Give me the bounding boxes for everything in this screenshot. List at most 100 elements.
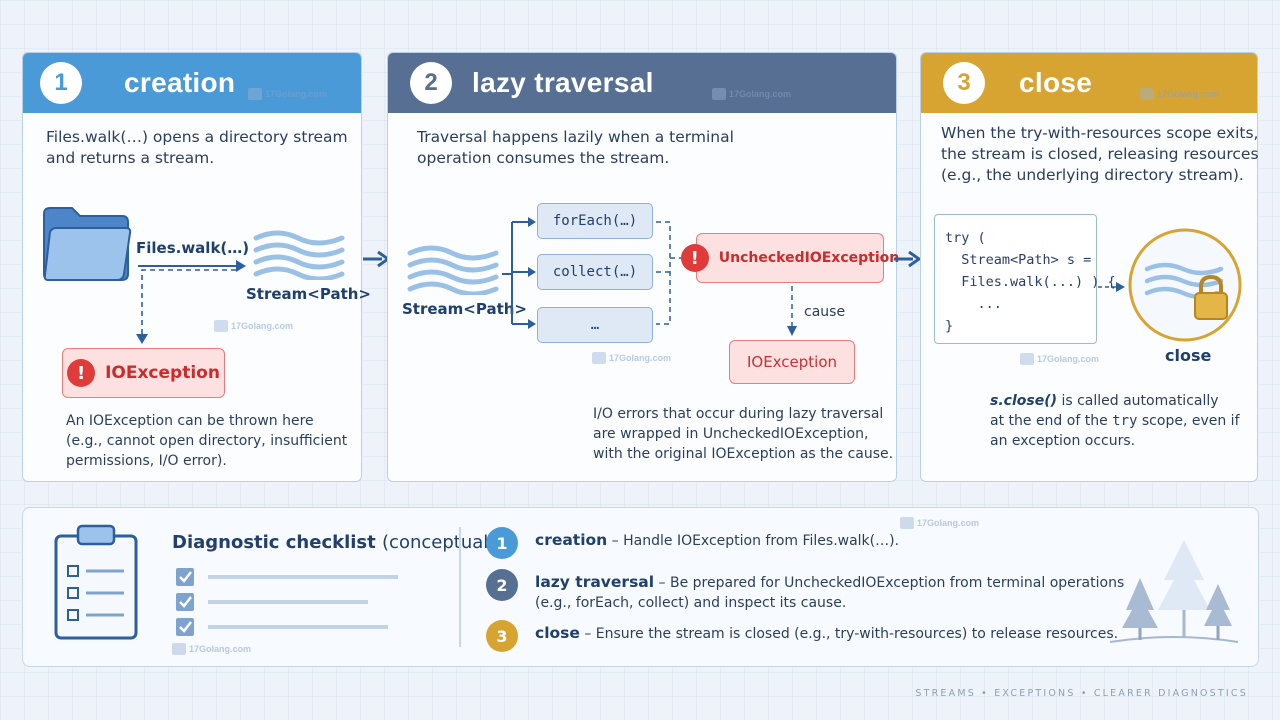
code-line: ... <box>945 296 1002 312</box>
close-label: close <box>1165 346 1212 365</box>
step-name: lazy traversal <box>535 573 655 591</box>
ioexception-box: ! IOException <box>62 348 225 398</box>
alert-icon: ! <box>67 359 96 387</box>
watermark: 17Golang.com <box>1020 353 1099 365</box>
note-text: is called automatically <box>1057 393 1219 409</box>
close-call: s.close() <box>990 393 1057 409</box>
description-line: the stream is closed, releasing resource… <box>941 145 1259 163</box>
step-badge: 2 <box>410 62 452 104</box>
note-line: s.close() is called automatically <box>990 391 1240 411</box>
code-line: try ( <box>945 230 986 246</box>
checklist-title-suffix: (conceptual) <box>382 532 496 553</box>
description-line: Files.walk(…) opens a directory stream <box>46 128 348 146</box>
closed-stream-lock-icon <box>1128 228 1242 342</box>
note-line: are wrapped in UncheckedIOException, <box>593 426 869 442</box>
step-badge: 1 <box>40 62 82 104</box>
arrow-to-stream <box>138 260 246 272</box>
code-line: Stream<Path> s = <box>945 252 1092 268</box>
error-label: IOException <box>105 363 220 383</box>
flow-arrow <box>363 250 390 268</box>
alert-icon: ! <box>680 244 709 272</box>
description-line: When the try-with-resources scope exits, <box>941 124 1259 142</box>
panel-title: close <box>1019 67 1093 98</box>
note-line: I/O errors that occur during lazy traver… <box>593 406 884 422</box>
watermark: 17Golang.com <box>900 517 979 529</box>
dashed-arrow-right <box>1098 282 1125 292</box>
trees-illustration <box>1109 540 1239 643</box>
panel-header: 3 close <box>921 53 1257 113</box>
stream-icon <box>253 230 345 280</box>
cause-label: cause <box>804 304 846 320</box>
code-snippet: try ( Stream<Path> s = Files.walk(...) )… <box>934 214 1116 344</box>
note-text: at the end of the <box>990 413 1113 429</box>
step-description: (e.g., forEach, collect) and inspect its… <box>535 595 847 611</box>
step-text: lazy traversal – Be prepared for Uncheck… <box>535 569 1124 613</box>
watermark: 17Golang.com <box>712 88 791 100</box>
footer-tagline: STREAMS • EXCEPTIONS • CLEARER DIAGNOSTI… <box>915 688 1248 699</box>
step-name: creation <box>535 531 608 549</box>
stream-label: Stream<Path> <box>402 300 527 318</box>
step-name: close <box>535 624 580 642</box>
note-line: an exception occurs. <box>990 433 1136 449</box>
watermark: 17Golang.com <box>172 643 251 655</box>
checklist-title-text: Diagnostic checklist <box>172 532 376 553</box>
stream-icon <box>407 245 499 295</box>
step-number: 3 <box>486 620 518 652</box>
watermark: 17Golang.com <box>214 320 293 332</box>
unchecked-ioexception-box: ! UncheckedIOException <box>680 233 899 283</box>
panel-header: 2 lazy traversal <box>388 53 896 113</box>
step-text: close – Ensure the stream is closed (e.g… <box>535 620 1118 644</box>
code-line: Files.walk(...) ) { <box>945 274 1116 290</box>
cause-arrow <box>787 286 797 336</box>
error-label: UncheckedIOException <box>718 250 900 266</box>
clipboard-icon <box>54 524 138 640</box>
note-text: scope, even if <box>1137 413 1240 429</box>
code-line: } <box>945 318 954 334</box>
folder-icon <box>43 207 132 281</box>
panel-description: When the try-with-resources scope exits,… <box>941 123 1259 186</box>
watermark: 17Golang.com <box>248 88 327 100</box>
panel-title: lazy traversal <box>472 67 654 98</box>
step-description: – Be prepared for UncheckedIOException f… <box>654 575 1125 591</box>
step-description: – Ensure the stream is closed (e.g., try… <box>579 626 1119 642</box>
operation-foreach: forEach(…) <box>537 203 653 239</box>
step-number: 1 <box>486 527 518 559</box>
operation-more: … <box>537 307 653 343</box>
checklist-item-creation: 1 creation – Handle IOException from Fil… <box>486 527 899 559</box>
watermark: 17Golang.com <box>1140 88 1219 100</box>
description-line: Traversal happens lazily when a terminal <box>417 128 734 146</box>
cause-ioexception-box: IOException <box>729 340 855 384</box>
description-line: operation consumes the stream. <box>417 149 670 167</box>
note-line: at the end of the try scope, even if <box>990 411 1240 431</box>
panel-note: I/O errors that occur during lazy traver… <box>593 404 893 464</box>
flow-arrow <box>894 250 921 268</box>
panel-note: An IOException can be thrown here (e.g.,… <box>66 411 347 471</box>
step-description: – Handle IOException from Files.walk(…). <box>607 533 900 549</box>
checklist-item-close: 3 close – Ensure the stream is closed (e… <box>486 620 1118 652</box>
diagnostic-checklist-panel <box>22 507 1259 667</box>
panel-header: 1 creation <box>23 53 361 113</box>
checked-items-icon <box>176 568 398 636</box>
stream-label: Stream<Path> <box>246 285 371 303</box>
note-line: with the original IOException as the cau… <box>593 446 894 462</box>
note-line: An IOException can be thrown here <box>66 413 314 429</box>
step-text: creation – Handle IOException from Files… <box>535 527 899 551</box>
panel-description: Traversal happens lazily when a terminal… <box>417 127 734 169</box>
panel-title: creation <box>124 67 236 98</box>
step-badge: 3 <box>943 62 985 104</box>
checklist-title: Diagnostic checklist (conceptual) <box>172 532 495 553</box>
step-number: 2 <box>486 569 518 601</box>
checklist-item-lazy-traversal: 2 lazy traversal – Be prepared for Unche… <box>486 569 1124 613</box>
note-line: (e.g., cannot open directory, insufficie… <box>66 433 348 449</box>
watermark: 17Golang.com <box>592 352 671 364</box>
panel-description: Files.walk(…) opens a directory stream a… <box>46 127 348 169</box>
checklist-divider <box>459 527 461 647</box>
note-line: permissions, I/O error). <box>66 453 227 469</box>
dashed-arrow-down <box>136 269 236 344</box>
description-line: (e.g., the underlying directory stream). <box>941 166 1244 184</box>
files-walk-label: Files.walk(…) <box>136 239 250 257</box>
description-line: and returns a stream. <box>46 149 215 167</box>
try-keyword: try <box>1112 413 1138 429</box>
panel-note: s.close() is called automatically at the… <box>990 391 1240 451</box>
operation-collect: collect(…) <box>537 254 653 290</box>
